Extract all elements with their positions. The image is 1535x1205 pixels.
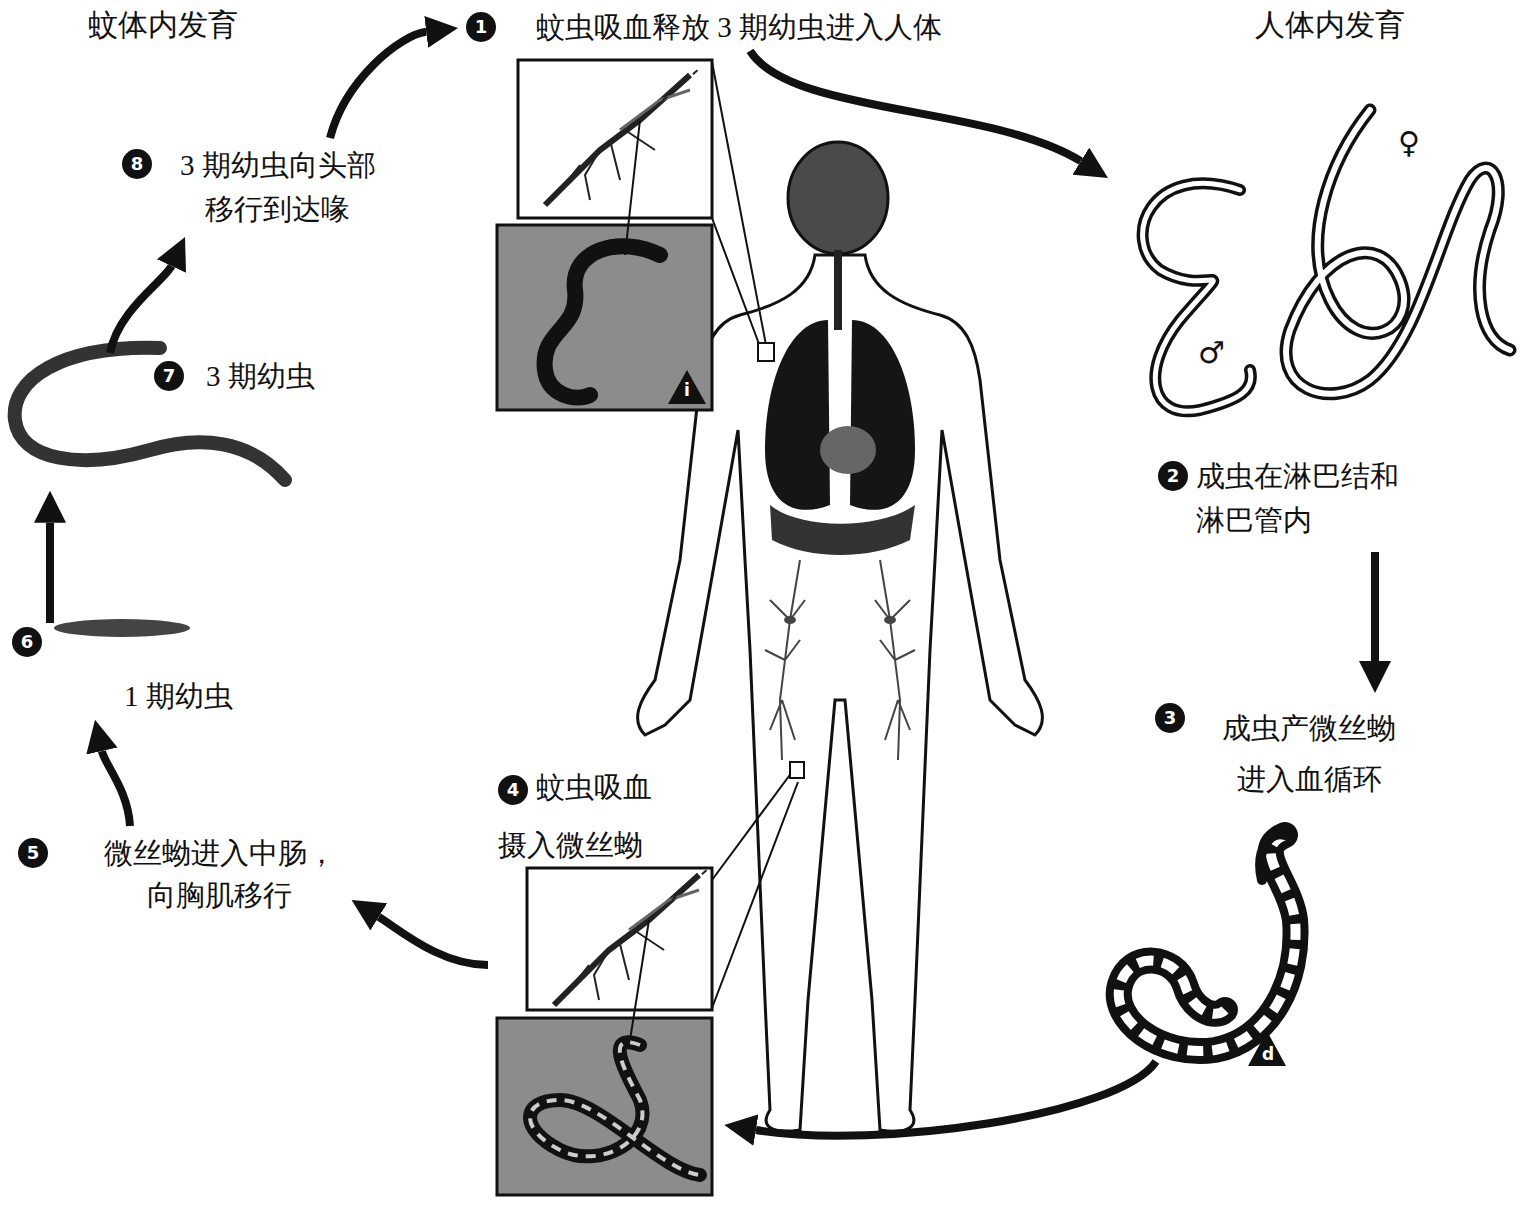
mosquito-frame	[527, 868, 712, 1010]
stage-node: 3 成虫产微丝蚴 进入血循环	[1150, 695, 1414, 1060]
stage-description: 3 期幼虫向头部 移行到达喙	[172, 144, 384, 231]
stage-description: 成虫产微丝蚴 进入血循环	[1215, 703, 1404, 805]
cycle-arrow	[1371, 552, 1379, 661]
step-number: 3	[1155, 703, 1185, 733]
cycle-arrow	[46, 523, 54, 623]
step-number: 2	[1158, 461, 1188, 491]
mosquito	[554, 868, 709, 1005]
stage-triangle	[1248, 1031, 1286, 1066]
step-number: 7	[154, 361, 184, 391]
stage-description: 1 期幼虫	[124, 679, 233, 714]
mosquito-body	[545, 75, 690, 205]
section-heading: 人体内发育	[1255, 8, 1405, 41]
airway	[834, 250, 842, 330]
infective-inset	[497, 60, 774, 410]
mosquito-body	[554, 875, 699, 1005]
right-lung	[850, 320, 915, 510]
male-worm-core	[1143, 183, 1251, 411]
lymph-node	[884, 616, 896, 624]
first-stage-larva	[54, 619, 190, 637]
microfilaria-head	[1260, 834, 1285, 880]
mosquito-wings	[629, 890, 699, 930]
microfilaria-nuclei	[530, 1042, 700, 1175]
stage-node: 8 3 期幼虫向头部 移行到达喙	[118, 140, 390, 235]
mosquito	[545, 68, 700, 205]
site-marker	[758, 343, 774, 361]
stage-node: 7 3 期幼虫	[4, 355, 325, 489]
leader-line	[630, 920, 649, 1040]
female-worm-core	[1286, 110, 1510, 394]
step-number: 5	[18, 838, 48, 868]
stage-node: 4蚊虫吸血 摄入微丝蚴	[490, 752, 722, 1189]
stage-description: 蚊虫吸血释放 3 期幼虫进入人体	[536, 10, 942, 45]
stage-node: 1 蚊虫吸血释放 3 期幼虫进入人体	[460, 6, 948, 49]
stage-triangle	[668, 370, 706, 404]
microfilaria-frame	[497, 1018, 712, 1195]
mosquito-legs	[560, 130, 655, 200]
third-stage-larva	[545, 246, 660, 397]
section-heading: 蚊体内发育	[88, 8, 238, 41]
site-marker	[790, 762, 804, 778]
text-wrap: 4蚊虫吸血 摄入微丝蚴	[498, 758, 672, 874]
stage-node: 2 成虫在淋巴结和 淋巴管内	[1110, 110, 1418, 550]
head	[788, 142, 888, 254]
mosquito-proboscis	[640, 68, 700, 120]
leader-line	[625, 120, 640, 255]
step-number: 4	[498, 775, 528, 805]
step-number: 8	[122, 149, 152, 179]
cycle-arrow	[110, 266, 172, 353]
leader-line	[712, 772, 798, 1008]
ingested-microfilaria	[530, 1042, 700, 1175]
cycle-arrow	[102, 751, 130, 826]
cycle-arrow	[750, 51, 1081, 161]
cycle-arrow	[756, 1062, 1156, 1136]
lymph-vessels	[765, 560, 915, 760]
male-worm	[1143, 183, 1251, 411]
stage-marker: d	[1262, 1046, 1274, 1063]
microfilaria-sheath	[1119, 835, 1296, 1051]
step-number: 1	[466, 12, 496, 42]
mosquito-wings	[620, 90, 690, 130]
blood-microfilaria	[1119, 834, 1296, 1066]
stage-node: 6 1 期幼虫	[8, 625, 241, 718]
cycle-arrow	[379, 917, 488, 965]
leader-line	[712, 62, 766, 352]
lymph-node	[784, 616, 796, 624]
cycle-arrow	[330, 32, 426, 138]
mosquito-frame	[518, 60, 712, 218]
female-worm	[1286, 110, 1510, 394]
stage-description: 3 期幼虫	[206, 359, 315, 394]
stage-description: 成虫在淋巴结和 淋巴管内	[1196, 455, 1408, 542]
step-number: 6	[12, 627, 42, 657]
stage-node: 5 微丝蚴进入中肠， 向胸肌移行	[15, 828, 350, 920]
adult-worms	[1143, 110, 1510, 411]
sex-symbol: ♂	[1196, 336, 1227, 369]
microfilaria-nuclei	[1119, 835, 1296, 1051]
mosquito-legs	[569, 930, 664, 1000]
connector-group	[50, 32, 1375, 1136]
heart	[820, 426, 876, 474]
larva-frame	[497, 225, 712, 410]
mosquito-proboscis	[649, 868, 709, 920]
sex-symbol: ♀	[1396, 126, 1422, 159]
stage-description: 微丝蚴进入中肠， 向胸肌移行	[98, 832, 342, 916]
stage-marker: i	[684, 382, 690, 399]
abdomen-organs	[770, 505, 915, 555]
